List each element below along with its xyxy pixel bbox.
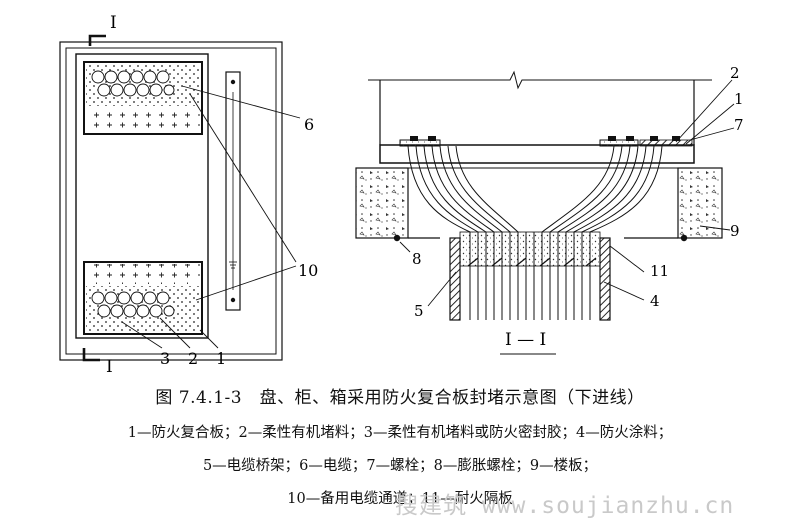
callout-2: 2	[188, 349, 198, 368]
floor-slab-right	[677, 167, 723, 239]
callout-6: 6	[304, 115, 314, 134]
fire-compound-fill	[459, 231, 601, 267]
section-title: I — I	[505, 330, 546, 350]
callout-8: 8	[412, 250, 422, 268]
section-leaders	[399, 79, 735, 307]
legend-line-3: 10—备用电缆通道；11—耐火隔板	[287, 491, 513, 507]
side-rail	[225, 71, 241, 311]
callout-10: 10	[298, 261, 318, 280]
cabinet-bottom-plate	[379, 144, 695, 164]
plan-view: I I 6 10 3 2 1	[59, 13, 318, 377]
callout-11: 11	[650, 262, 669, 280]
section-mark-bottom-label: I	[106, 357, 113, 377]
callout-7: 7	[734, 116, 744, 134]
figure-title: 图 7.4.1-3 盘、柜、箱采用防火复合板封堵示意图（下进线）	[155, 388, 645, 408]
floor-slab-left	[355, 167, 409, 239]
legend-line-2: 5—电缆桥架；6—电缆；7—螺栓；8—膨胀螺栓；9—楼板；	[202, 458, 598, 474]
section-mark-top-label: I	[110, 13, 117, 33]
cable-tray-right-wall	[599, 237, 611, 321]
cables	[407, 145, 663, 320]
callout-2-section: 2	[730, 64, 740, 82]
cabinet-outer-frame	[59, 41, 283, 361]
cable-tray-left-wall	[449, 237, 461, 321]
cabinet-body	[75, 53, 209, 339]
section-view: I — I 2 1 7 9 8 11 5 4	[355, 64, 744, 355]
plan-leaders	[121, 85, 301, 349]
cabinet-inner-frame	[65, 47, 277, 355]
top-fire-block	[83, 61, 203, 135]
callout-3: 3	[160, 349, 170, 368]
figure-drawing: I I 6 10 3 2 1	[59, 13, 744, 377]
callout-9: 9	[730, 222, 740, 240]
watermark: 搜建筑 www.soujianzhu.cn	[395, 493, 735, 519]
fire-coating-stripes	[467, 257, 597, 267]
callout-5: 5	[414, 302, 424, 320]
bottom-fire-block	[83, 261, 203, 335]
callout-4: 4	[650, 292, 660, 310]
section-mark-bottom: I	[82, 348, 113, 377]
section-mark-top: I	[88, 13, 117, 46]
legend-line-1: 1—防火复合板；2—柔性有机堵料；3—柔性有机堵料或防火密封胶；4—防火涂料；	[127, 425, 673, 441]
callout-1: 1	[216, 349, 226, 368]
callout-1-section: 1	[734, 90, 744, 108]
